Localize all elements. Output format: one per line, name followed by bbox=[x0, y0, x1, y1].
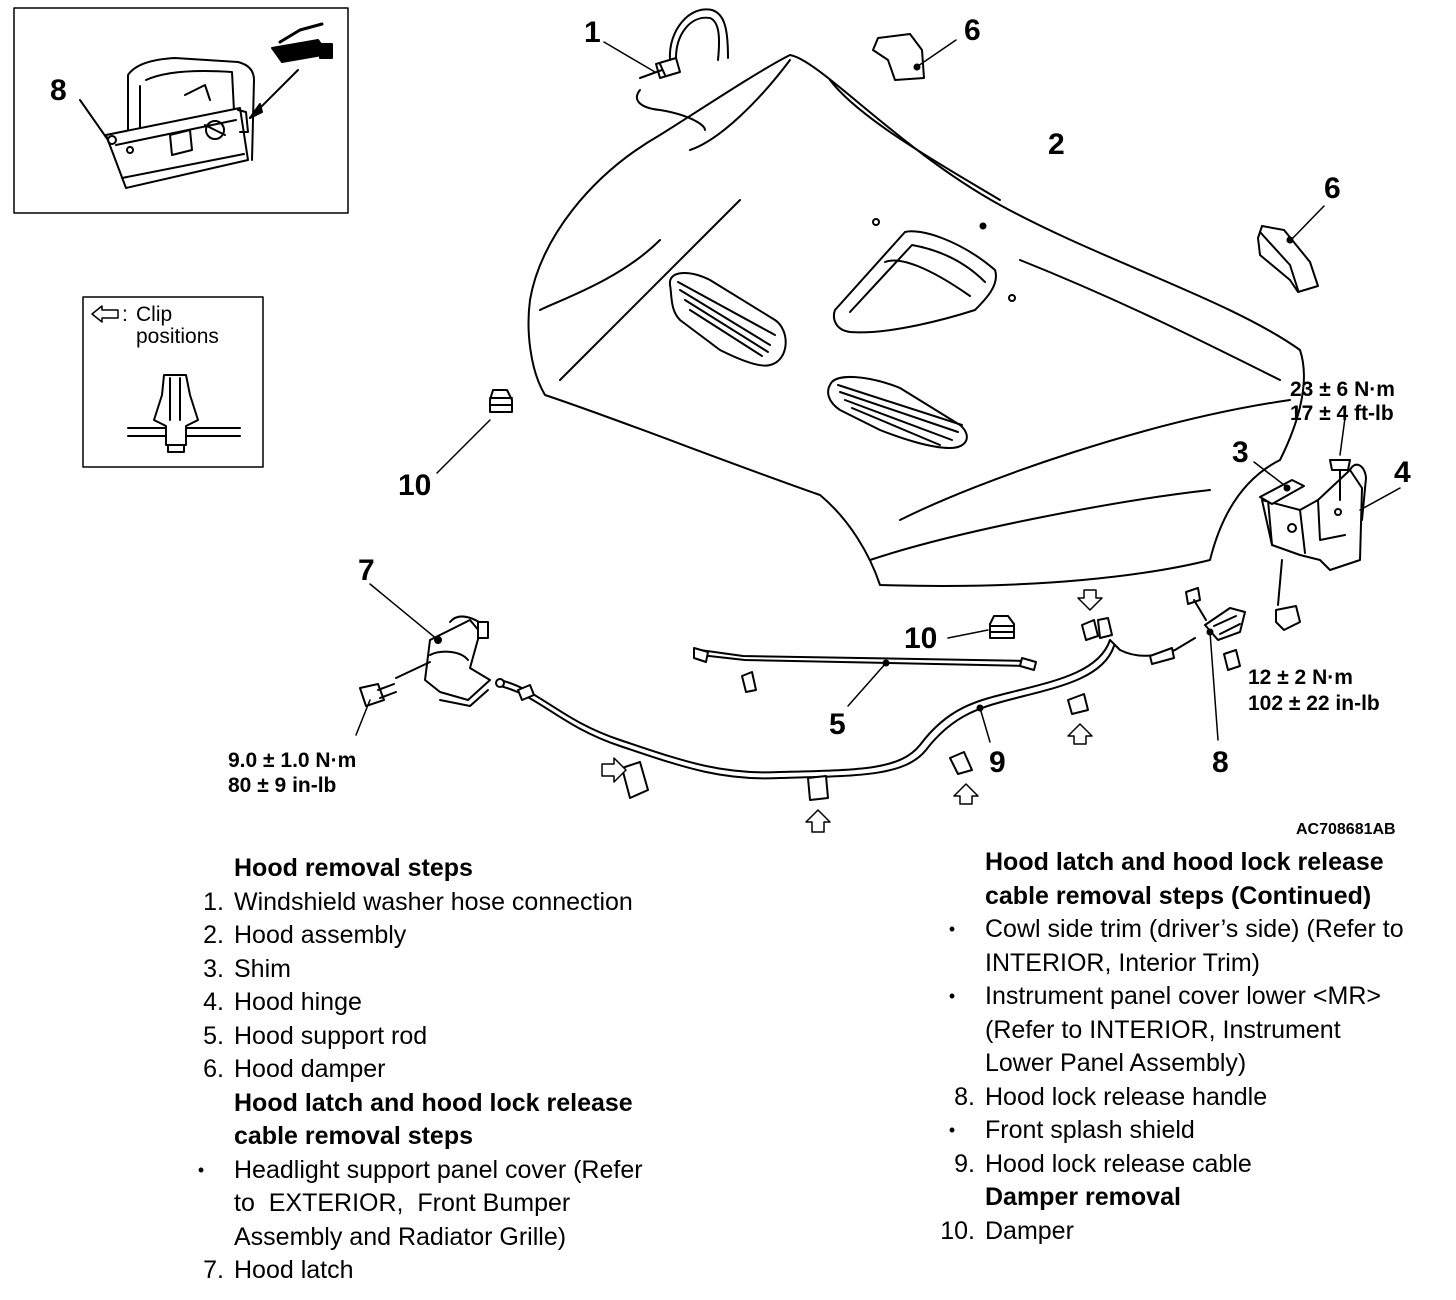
hood-lock-release-handle bbox=[1185, 587, 1246, 741]
hood-damper-upper bbox=[872, 33, 957, 81]
torque-hinge-upper-metric: 23 ± 6 N·m bbox=[1290, 378, 1395, 401]
latch-bolt bbox=[355, 683, 397, 736]
cable-clips bbox=[621, 619, 1099, 801]
callout-8-inset: 8 bbox=[50, 74, 67, 107]
callout-7: 7 bbox=[358, 554, 375, 587]
hood-removal-steps: Hood removal steps 1.Windshield washer h… bbox=[184, 852, 744, 1288]
callout-1: 1 bbox=[584, 16, 601, 49]
list-item: 2.Hood assembly bbox=[203, 921, 407, 949]
list-item: 8.Hood lock release handle bbox=[954, 1082, 1268, 1111]
callout-10-lower: 10 bbox=[904, 622, 937, 655]
list-item: 1.Windshield washer hose connection bbox=[203, 887, 633, 916]
figure-code: AC708681AB bbox=[1296, 821, 1396, 838]
bullet-item: •Front splash shield bbox=[948, 1116, 1195, 1144]
bullet-item-cont: Assembly and Radiator Grille) bbox=[234, 1222, 567, 1251]
list-item: 3.Shim bbox=[203, 954, 291, 983]
clip-legend-colon: : bbox=[122, 303, 128, 326]
steps-heading: cable removal steps bbox=[234, 1122, 474, 1150]
clip-arrow-icon bbox=[91, 305, 119, 323]
callout-4: 4 bbox=[1394, 456, 1411, 489]
washer-hose bbox=[603, 8, 729, 131]
list-item: 9.Hood lock release cable bbox=[954, 1149, 1252, 1178]
callout-5: 5 bbox=[829, 708, 846, 741]
list-item: 5.Hood support rod bbox=[203, 1021, 428, 1050]
hinge-bolt-lower bbox=[1275, 559, 1301, 631]
hood-lock-release-cable bbox=[495, 617, 1196, 780]
latch-cable-removal-steps-continued: Hood latch and hood lock release cable r… bbox=[935, 846, 1450, 1248]
callout-6-upper: 6 bbox=[964, 14, 981, 47]
callout-9: 9 bbox=[989, 746, 1006, 779]
bullet-item-cont: INTERIOR, Interior Trim) bbox=[985, 948, 1261, 977]
bullet-item-cont: to EXTERIOR, Front Bumper bbox=[234, 1189, 571, 1217]
bullet-item: •Headlight support panel cover (Refer bbox=[197, 1155, 643, 1184]
bullet-item: •Instrument panel cover lower <MR> bbox=[948, 982, 1382, 1010]
callout-2: 2 bbox=[1048, 128, 1065, 161]
torque-hinge-lower-imperial: 102 ± 22 in-lb bbox=[1248, 692, 1380, 715]
callout-8: 8 bbox=[1212, 746, 1229, 779]
steps-heading: Hood latch and hood lock release bbox=[985, 848, 1384, 876]
bullet-item: •Cowl side trim (driver’s side) (Refer t… bbox=[948, 915, 1404, 943]
hood-vent-left bbox=[668, 272, 787, 367]
damper-upper bbox=[436, 389, 513, 474]
hood-vent-lower bbox=[827, 375, 968, 449]
hood-latch bbox=[369, 583, 491, 707]
bullet-item-cont: Lower Panel Assembly) bbox=[985, 1049, 1247, 1077]
torque-latch-imperial: 80 ± 9 in-lb bbox=[228, 774, 336, 797]
list-item: 4.Hood hinge bbox=[203, 988, 362, 1016]
clip-legend-line2: positions bbox=[136, 325, 219, 348]
clip-position-arrows bbox=[601, 589, 1103, 833]
steps-heading: Hood latch and hood lock release bbox=[234, 1088, 633, 1117]
list-item: 6.Hood damper bbox=[203, 1055, 386, 1083]
steps-heading: Damper removal bbox=[985, 1183, 1181, 1211]
hood-support-rod bbox=[693, 647, 1037, 707]
damper-lower bbox=[947, 615, 1015, 639]
hood-hinge bbox=[1261, 463, 1401, 571]
callout-3: 3 bbox=[1232, 436, 1249, 469]
callout-6-right: 6 bbox=[1324, 172, 1341, 205]
callout-10-upper: 10 bbox=[398, 469, 431, 502]
clip-positions-legend bbox=[82, 296, 264, 468]
bullet-item-cont: (Refer to INTERIOR, Instrument bbox=[985, 1015, 1341, 1044]
inset-release-handle-detail bbox=[13, 7, 349, 214]
clip-legend-line1: Clip bbox=[136, 303, 172, 326]
steps-heading: cable removal steps (Continued) bbox=[985, 881, 1372, 910]
hinge-bolt-upper bbox=[1329, 417, 1351, 501]
list-item: 10.Damper bbox=[940, 1216, 1074, 1245]
hood-assembly bbox=[527, 54, 1305, 587]
hood-scoop bbox=[832, 230, 997, 334]
clip-icon bbox=[153, 374, 199, 446]
hood-exploded-diagram: 1 2 3 4 5 6 6 7 8 8 9 10 10 23 ± 6 N·m 1… bbox=[13, 7, 1411, 838]
hinge-shim bbox=[1253, 461, 1305, 505]
hood-damper-right bbox=[1257, 205, 1325, 293]
torque-hinge-upper-imperial: 17 ± 4 ft-lb bbox=[1290, 402, 1394, 425]
list-item: 7.Hood latch bbox=[203, 1256, 354, 1284]
torque-hinge-lower-metric: 12 ± 2 N·m bbox=[1248, 666, 1353, 689]
torque-latch-metric: 9.0 ± 1.0 N·m bbox=[228, 749, 356, 772]
steps-heading: Hood removal steps bbox=[234, 854, 473, 882]
